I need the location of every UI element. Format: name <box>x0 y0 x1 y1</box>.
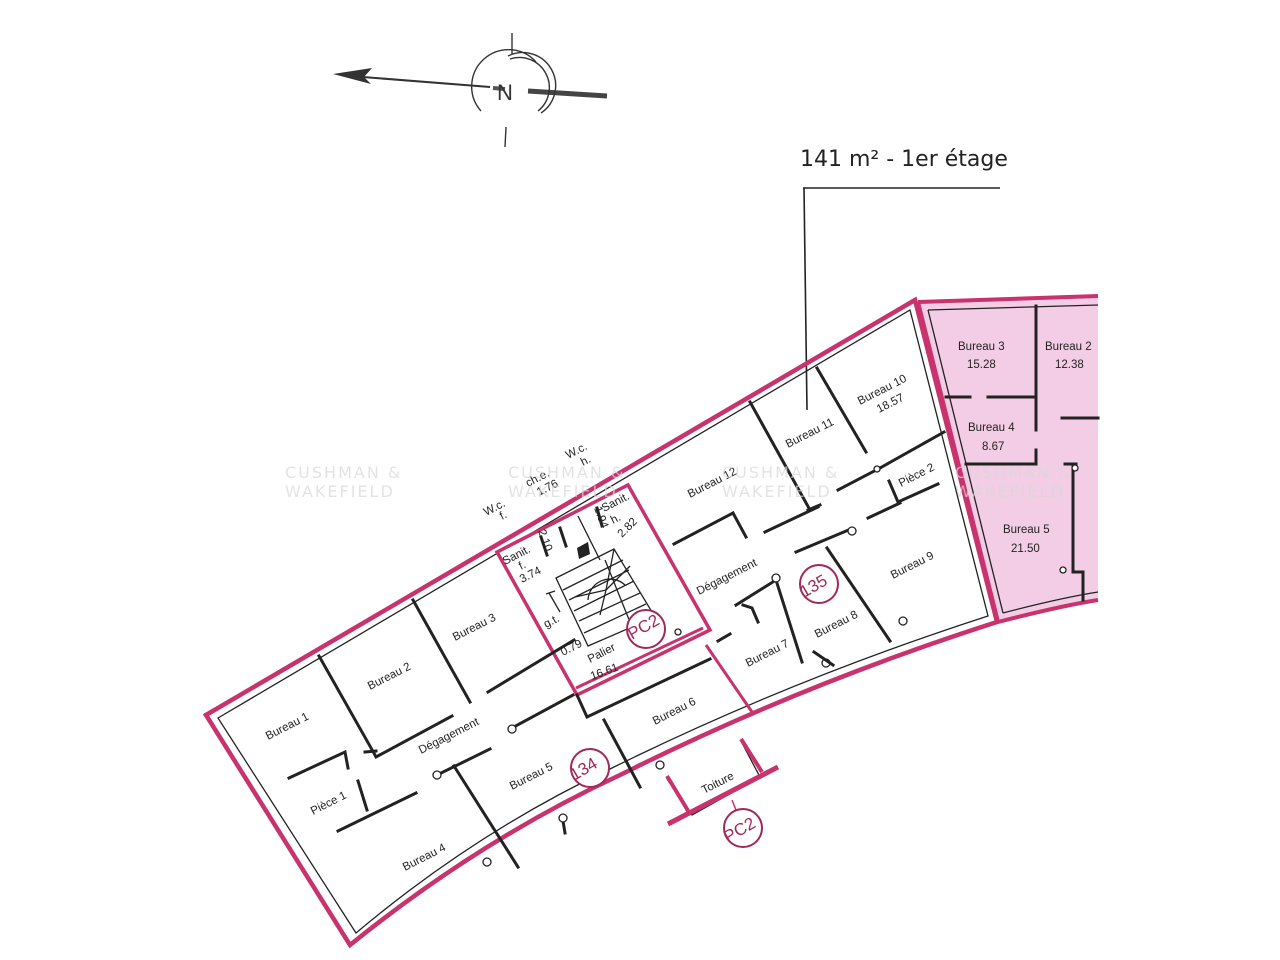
room-area: 21.50 <box>1011 543 1040 555</box>
room-piece-1: Pièce 1 <box>309 790 349 818</box>
compass-letter: N <box>497 80 513 105</box>
room-degagement-135: Dégagement <box>695 557 760 598</box>
svg-text:CUSHMAN &: CUSHMAN & <box>285 463 402 482</box>
leader-line-vertical <box>803 187 808 411</box>
svg-text:WAKEFIELD: WAKEFIELD <box>285 482 395 501</box>
svg-text:CUSHMAN &: CUSHMAN & <box>508 463 625 482</box>
sanit-f-sub: f. <box>517 559 528 573</box>
svg-text:WAKEFIELD: WAKEFIELD <box>722 482 832 501</box>
room-label: Bureau 3 <box>958 341 1005 353</box>
room-bureau-9: Bureau 9 <box>889 550 936 582</box>
room-area: 15.28 <box>967 359 996 371</box>
room-label: Bureau 4 <box>968 422 1015 434</box>
room-area: 12.38 <box>1055 359 1084 371</box>
toiture[interactable]: Toiture PC2 <box>665 737 780 848</box>
room-bureau-3: Bureau 3 <box>451 612 498 644</box>
highlighted-lot[interactable]: Bureau 3 15.28 Bureau 2 12.38 Bureau 4 8… <box>916 294 1100 624</box>
room-bureau-11: Bureau 11 <box>784 416 836 450</box>
north-arrow-icon: N <box>333 33 608 148</box>
room-piece-2: Pièce 2 <box>897 462 937 490</box>
room-bureau-2: Bureau 2 <box>366 661 413 693</box>
room-bureau-4: Bureau 4 <box>401 842 449 874</box>
gt-label: g.t. <box>542 613 562 631</box>
room-bureau-6: Bureau 6 <box>651 696 698 728</box>
svg-text:CUSHMAN &: CUSHMAN & <box>955 463 1072 482</box>
room-degagement-134: Dégagement <box>417 716 482 757</box>
room-bureau-5: Bureau 5 <box>508 761 555 793</box>
svg-text:WAKEFIELD: WAKEFIELD <box>955 482 1065 501</box>
room-area: 8.67 <box>982 441 1004 453</box>
svg-text:CUSHMAN &: CUSHMAN & <box>722 463 839 482</box>
room-bureau-7: Bureau 7 <box>744 638 791 670</box>
room-bureau-8: Bureau 8 <box>813 609 860 641</box>
wc-f-area: 2.10 <box>535 528 554 553</box>
room-label: Bureau 5 <box>1003 524 1050 536</box>
lot-134-badge <box>570 748 610 788</box>
toiture-pc2-badge <box>723 808 763 848</box>
room-label: Bureau 2 <box>1045 341 1092 353</box>
room-bureau-1: Bureau 1 <box>264 711 311 743</box>
pc2-badge <box>626 609 666 649</box>
building-outline <box>202 296 1000 949</box>
lot-134[interactable]: Bureau 1 Bureau 2 Bureau 3 Bureau 4 Bure… <box>264 597 610 874</box>
svg-text:WAKEFIELD: WAKEFIELD <box>508 482 618 501</box>
staircase-icon <box>555 548 656 647</box>
wc-f-sub: f. <box>498 509 509 523</box>
floor-title: 141 m² - 1er étage <box>800 147 1008 172</box>
lot-135-badge <box>799 564 839 604</box>
sanit-h-sub: h. <box>609 512 623 527</box>
lot-135[interactable]: Bureau 11 Bureau 10 18.57 Bureau 12 Pièc… <box>671 365 947 670</box>
watermark: CUSHMAN & WAKEFIELD CUSHMAN & WAKEFIELD … <box>285 463 1072 501</box>
